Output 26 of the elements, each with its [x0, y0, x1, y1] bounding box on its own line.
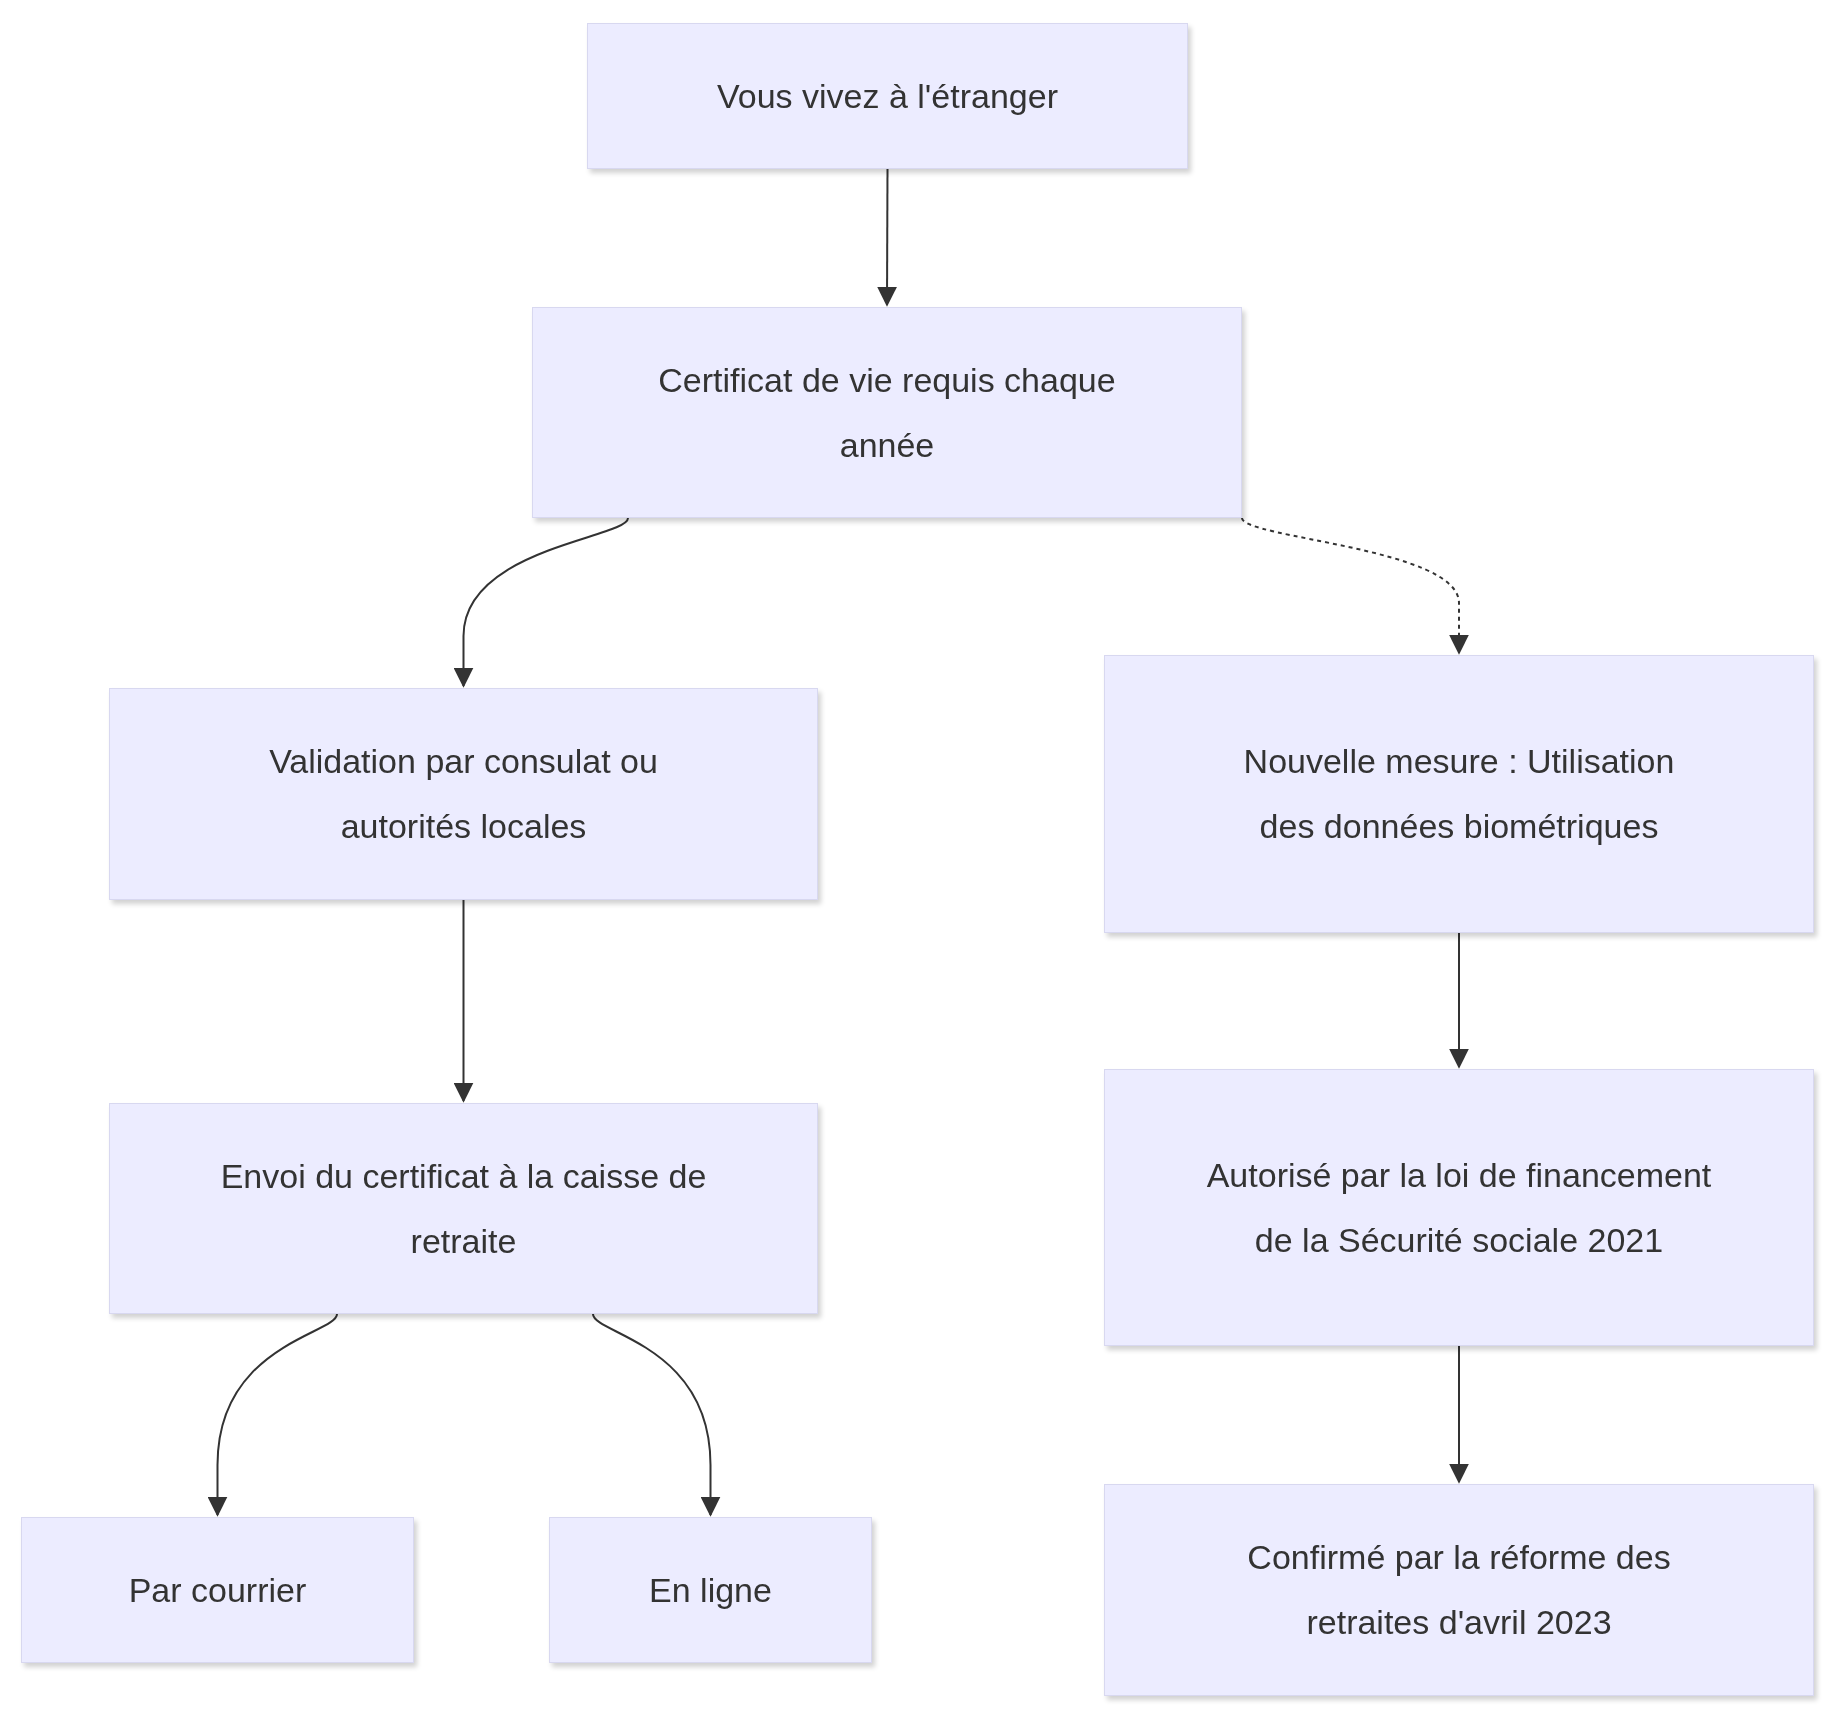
process-box — [21, 1517, 414, 1663]
node-text: Certificat de vie requis chaque année — [657, 359, 1117, 466]
node-text: Envoi du certificat à la caisse de retraite — [219, 1155, 708, 1262]
arrow — [1449, 932, 1469, 1069]
process-box — [1104, 655, 1814, 933]
arrow — [453, 517, 629, 688]
node-text: Par courrier — [128, 1569, 307, 1611]
arrow — [1241, 517, 1469, 655]
arrow — [1449, 1345, 1469, 1484]
arrow — [453, 899, 474, 1103]
process-box — [587, 23, 1188, 169]
node-text: Nouvelle mesure : Utilisation des données biométriques — [1242, 741, 1676, 847]
node-text: Confirmé par la réforme des retraites d'avril 2023 — [1246, 1537, 1672, 1643]
node-text: En ligne — [649, 1569, 772, 1611]
process-box — [1104, 1484, 1814, 1696]
node-text: Vous vivez à l'étranger — [717, 75, 1058, 117]
node-text: Validation par consulat ou autorités locales — [268, 741, 659, 847]
arrow — [592, 1313, 721, 1517]
process-box — [109, 1103, 818, 1314]
node-text: Autorisé par la loi de financement de la Sécurité sociale 2021 — [1205, 1154, 1713, 1261]
process-box — [532, 307, 1242, 518]
arrow — [877, 168, 898, 307]
process-box — [109, 688, 818, 900]
process-box — [549, 1517, 872, 1663]
process-box — [1104, 1069, 1814, 1346]
arrow — [207, 1313, 338, 1517]
